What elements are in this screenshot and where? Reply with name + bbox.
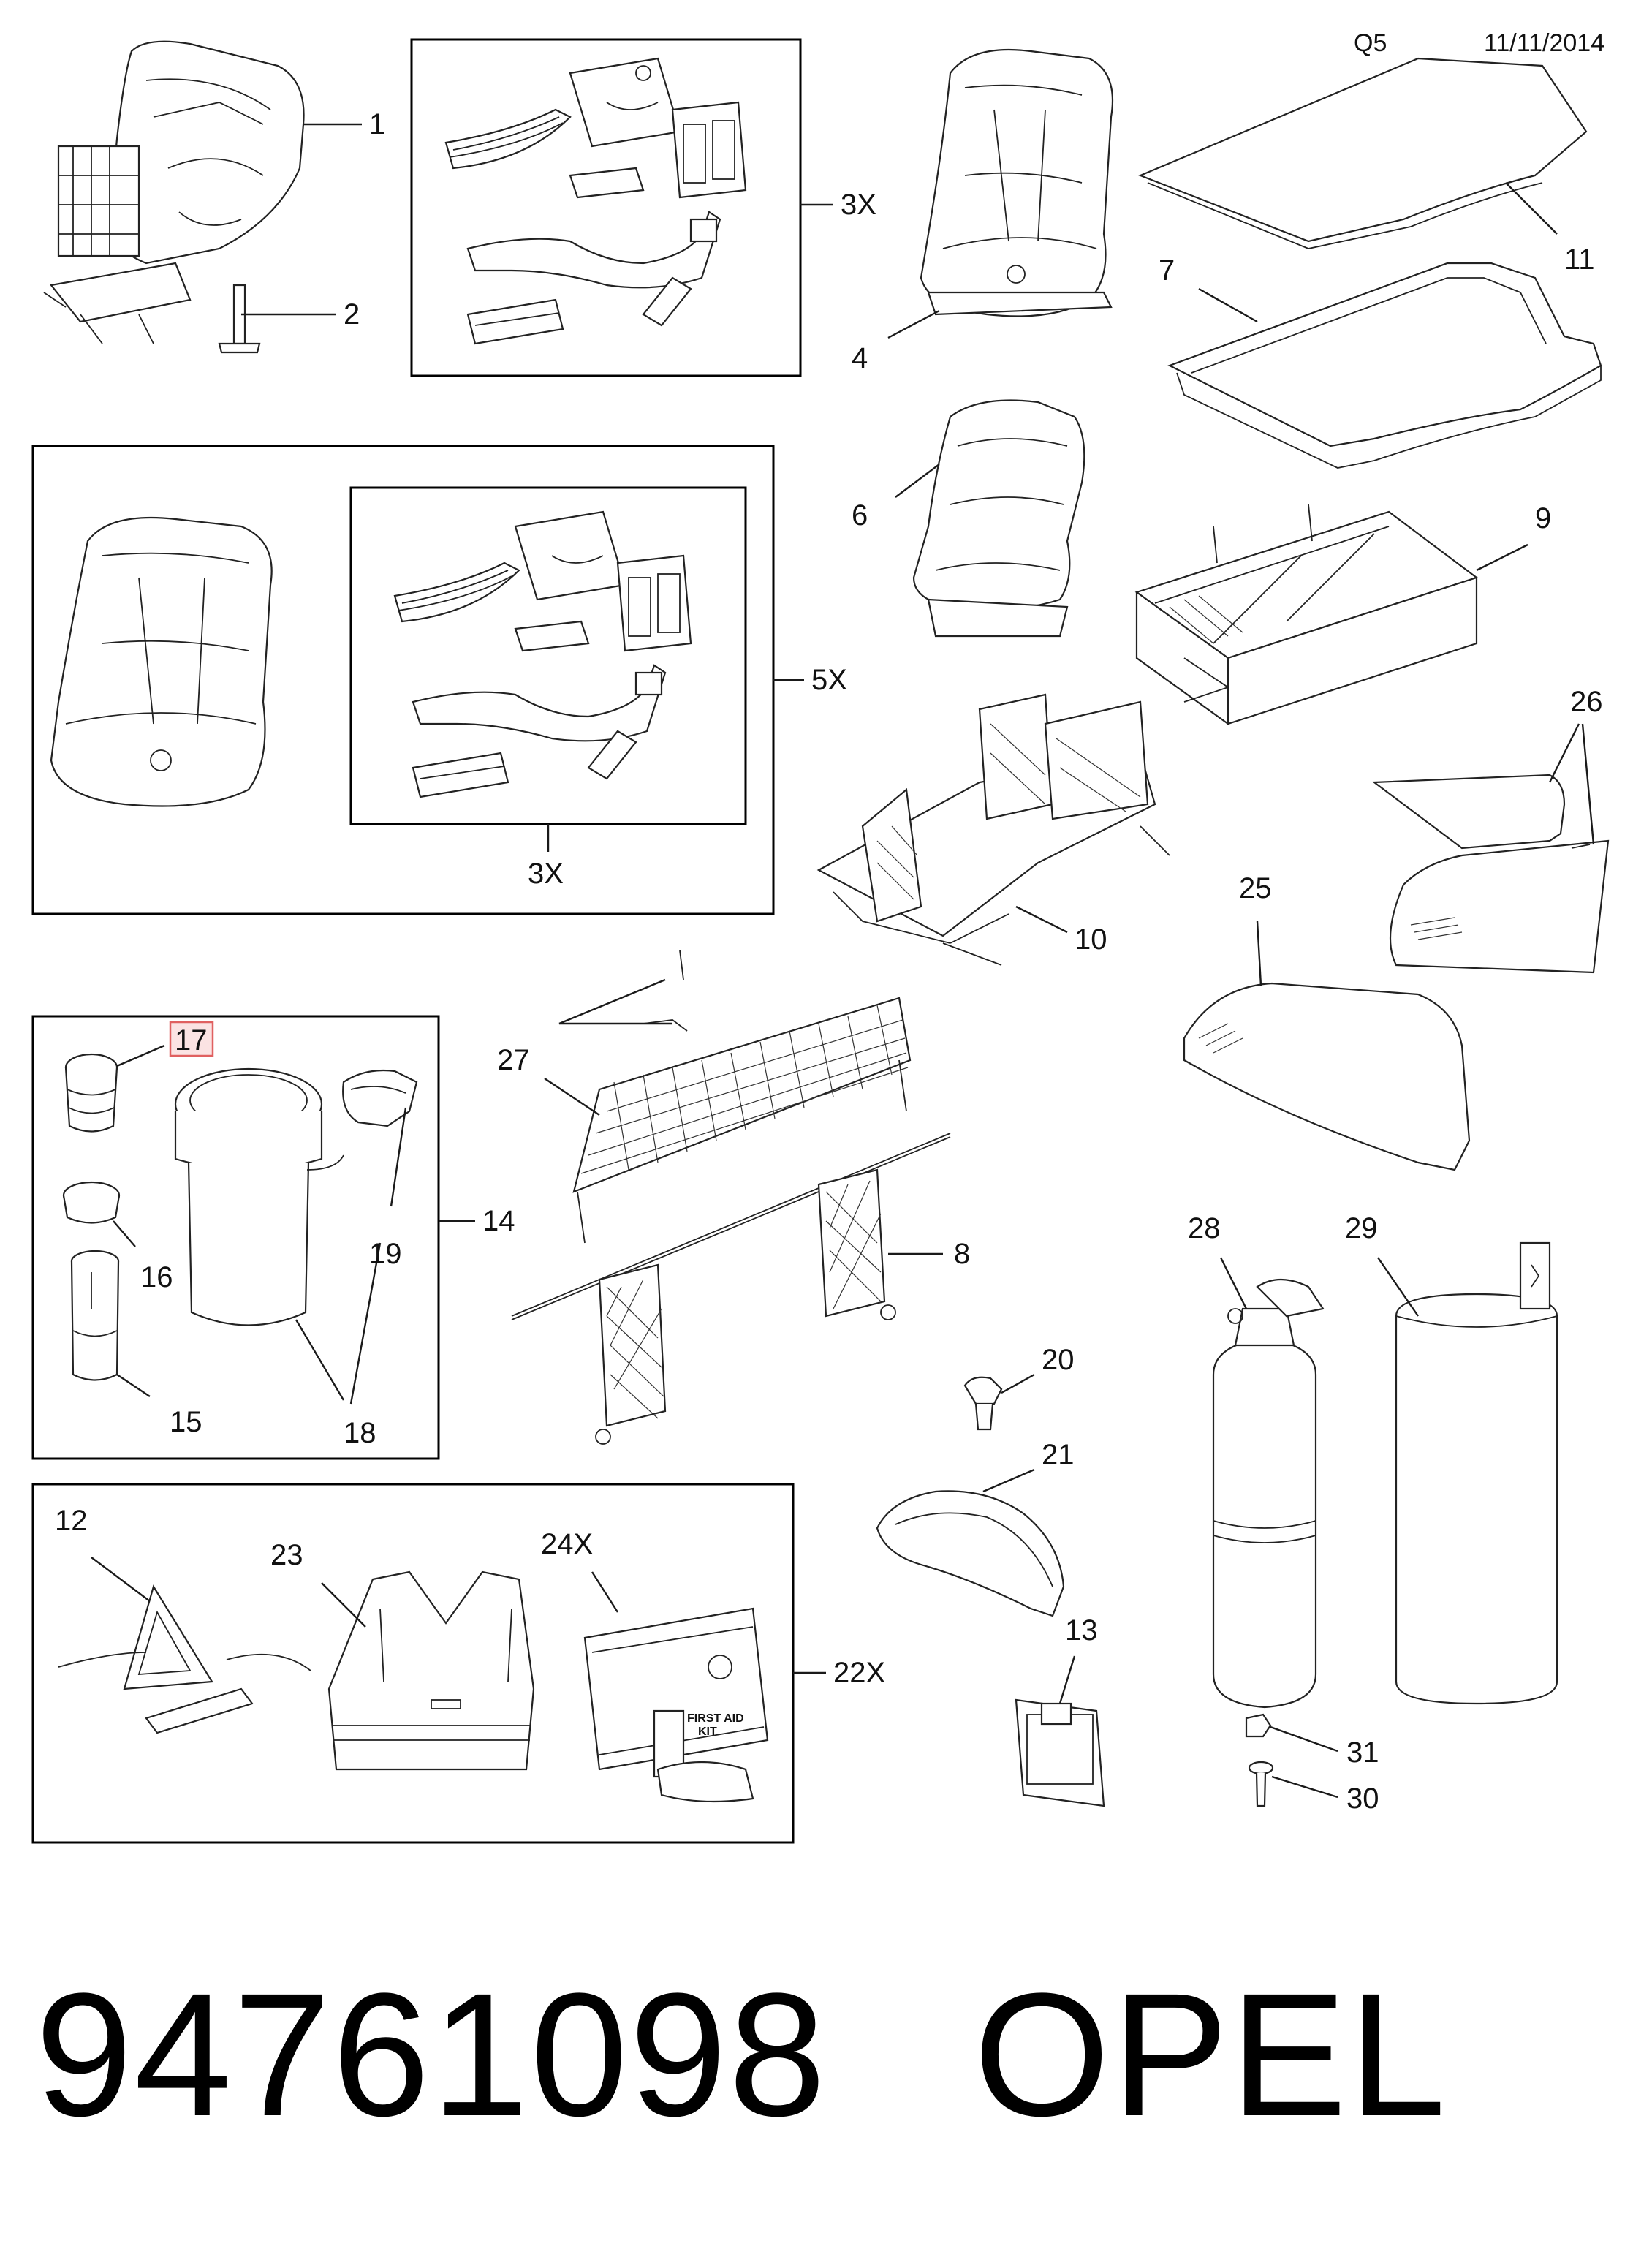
diagram-date: 11/11/2014 bbox=[1484, 29, 1604, 57]
part-30-bolt[interactable] bbox=[1248, 1761, 1274, 1807]
exploded-parts-diagram: Q5 11/11/2014 1 2 3X bbox=[31, 29, 1610, 1844]
part-13-ticket-holder[interactable] bbox=[1015, 1698, 1105, 1807]
kit-box-14 bbox=[31, 1015, 440, 1460]
part-3x-belt-kit-inner[interactable] bbox=[393, 510, 692, 798]
kit-box-3x-top bbox=[410, 38, 802, 377]
footer: 94761098 OPEL bbox=[35, 1945, 1629, 2164]
part-28-fire-extinguisher[interactable] bbox=[1212, 1279, 1325, 1709]
part-4-child-seat[interactable] bbox=[920, 48, 1114, 317]
label-1: 1 bbox=[369, 108, 385, 140]
part-21-sunglasses-holder[interactable] bbox=[876, 1490, 1065, 1617]
label-29: 29 bbox=[1345, 1212, 1378, 1244]
kit-label-line2: KIT bbox=[698, 1726, 717, 1738]
part-26-window-shades[interactable] bbox=[1371, 774, 1610, 974]
label-15: 15 bbox=[170, 1406, 202, 1438]
kit-label-line1: FIRST AID bbox=[687, 1712, 744, 1725]
part-15-power-socket[interactable] bbox=[70, 1250, 120, 1381]
part-9-trunk-organizer[interactable] bbox=[1134, 504, 1479, 726]
part-17-cigarette-lighter[interactable] bbox=[64, 1053, 118, 1133]
part-24x-first-aid-kit[interactable]: FIRST AID KIT bbox=[583, 1607, 769, 1803]
label-12: 12 bbox=[55, 1505, 88, 1537]
part-7-trunk-tray[interactable] bbox=[1167, 262, 1602, 469]
part-23-safety-vest[interactable] bbox=[327, 1570, 535, 1771]
label-2: 2 bbox=[344, 298, 360, 330]
part-25-rear-window-shade[interactable] bbox=[1183, 982, 1471, 1171]
label-10: 10 bbox=[1075, 923, 1107, 956]
part-29-extinguisher-holder[interactable] bbox=[1395, 1241, 1558, 1705]
label-9: 9 bbox=[1535, 502, 1551, 534]
part-11-trunk-mat[interactable] bbox=[1138, 57, 1588, 249]
label-3x-inner: 3X bbox=[528, 858, 564, 890]
label-3x-top: 3X bbox=[841, 189, 876, 221]
label-13: 13 bbox=[1065, 1614, 1098, 1647]
part-10-seat-organizer[interactable] bbox=[816, 693, 1170, 966]
part-number: 94761098 bbox=[35, 1957, 827, 2152]
label-4: 4 bbox=[852, 342, 868, 374]
label-21: 21 bbox=[1042, 1439, 1075, 1471]
part-2-support-leg[interactable] bbox=[218, 284, 261, 354]
label-27: 27 bbox=[497, 1044, 530, 1076]
label-7: 7 bbox=[1159, 254, 1175, 287]
label-25: 25 bbox=[1239, 872, 1272, 904]
label-18: 18 bbox=[344, 1417, 376, 1449]
page-code: Q5 bbox=[1354, 29, 1387, 57]
label-8: 8 bbox=[954, 1238, 970, 1270]
brand-name: OPEL bbox=[973, 1957, 1448, 2152]
label-26: 26 bbox=[1570, 686, 1603, 718]
label-22x: 22X bbox=[833, 1657, 885, 1689]
part-16-power-socket-cap[interactable] bbox=[62, 1181, 121, 1224]
part-5x-child-seat[interactable] bbox=[50, 516, 273, 807]
part-8-cargo-net[interactable] bbox=[511, 1133, 951, 1445]
label-23: 23 bbox=[270, 1539, 303, 1571]
kit-box-22x bbox=[31, 1483, 795, 1844]
label-31: 31 bbox=[1346, 1736, 1379, 1769]
part-19-cup-holder[interactable] bbox=[342, 1069, 418, 1127]
label-17: 17 bbox=[175, 1024, 208, 1057]
label-24x: 24X bbox=[541, 1528, 593, 1560]
part-18-ashtray-cup[interactable] bbox=[174, 1067, 344, 1326]
part-20-clip[interactable] bbox=[963, 1376, 1003, 1431]
label-28: 28 bbox=[1188, 1212, 1221, 1244]
part-1-infant-carrier[interactable] bbox=[43, 40, 305, 344]
part-27-dog-guard[interactable] bbox=[572, 950, 912, 1244]
label-16: 16 bbox=[140, 1261, 173, 1293]
part-3x-belt-kit-top[interactable] bbox=[444, 57, 747, 345]
label-5x: 5X bbox=[811, 664, 847, 696]
label-6: 6 bbox=[852, 499, 868, 532]
label-17-highlight bbox=[169, 1021, 214, 1057]
part-6-booster-seat[interactable] bbox=[912, 399, 1085, 638]
label-20: 20 bbox=[1042, 1344, 1075, 1376]
part-31-nut[interactable] bbox=[1245, 1713, 1272, 1738]
part-12-warning-triangle[interactable] bbox=[58, 1584, 311, 1734]
label-19: 19 bbox=[369, 1238, 402, 1270]
label-30: 30 bbox=[1346, 1783, 1379, 1815]
label-11: 11 bbox=[1564, 243, 1595, 276]
label-14: 14 bbox=[482, 1205, 515, 1237]
